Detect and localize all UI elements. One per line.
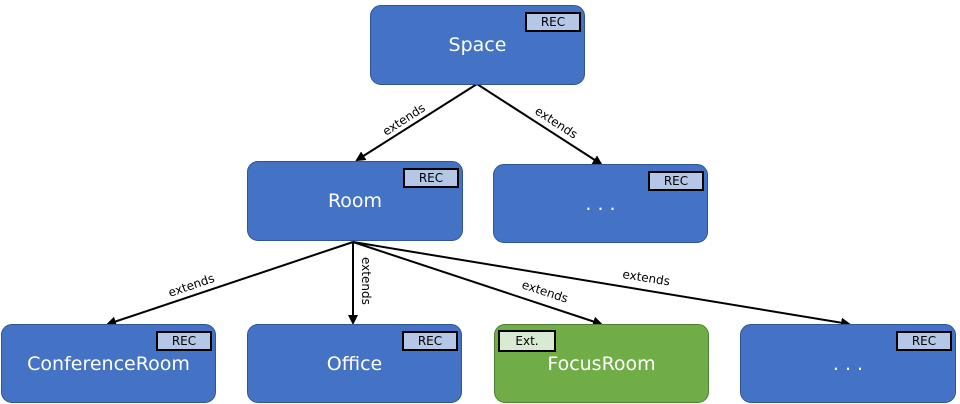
node-space-label: Space bbox=[448, 34, 507, 56]
rec-badge: REC bbox=[896, 331, 952, 351]
rec-badge: REC bbox=[402, 331, 458, 351]
rec-badge: REC bbox=[403, 168, 459, 188]
node-room-more: . . . REC bbox=[740, 324, 956, 403]
node-focus-room-label: FocusRoom bbox=[547, 352, 656, 375]
node-room: Room REC bbox=[247, 161, 463, 241]
edge-room-focus bbox=[352, 241, 603, 327]
edge-label-room-office: extends bbox=[359, 257, 373, 305]
rec-badge: REC bbox=[648, 171, 704, 191]
node-space-more-label: . . . bbox=[585, 192, 616, 215]
node-conference-room-label: ConferenceRoom bbox=[27, 352, 190, 375]
edge-space-room bbox=[355, 83, 478, 162]
node-room-label: Room bbox=[327, 190, 383, 212]
node-focus-room: FocusRoom Ext. bbox=[494, 324, 709, 403]
edge-room-conference bbox=[106, 241, 354, 327]
rec-badge: REC bbox=[525, 12, 581, 32]
edge-space-more bbox=[476, 83, 603, 166]
node-office-label: Office bbox=[326, 352, 383, 375]
node-space: Space REC bbox=[370, 5, 585, 85]
edge-label-room-focus: extends bbox=[520, 278, 570, 306]
node-office: Office REC bbox=[247, 324, 462, 403]
node-space-more: . . . REC bbox=[493, 164, 708, 243]
edge-room-more bbox=[352, 241, 851, 328]
ext-badge: Ext. bbox=[498, 330, 556, 352]
node-conference-room: ConferenceRoom REC bbox=[1, 324, 216, 403]
node-room-more-label: . . . bbox=[832, 352, 864, 375]
rec-badge: REC bbox=[156, 331, 212, 351]
edge-label-room-more: extends bbox=[622, 267, 671, 288]
